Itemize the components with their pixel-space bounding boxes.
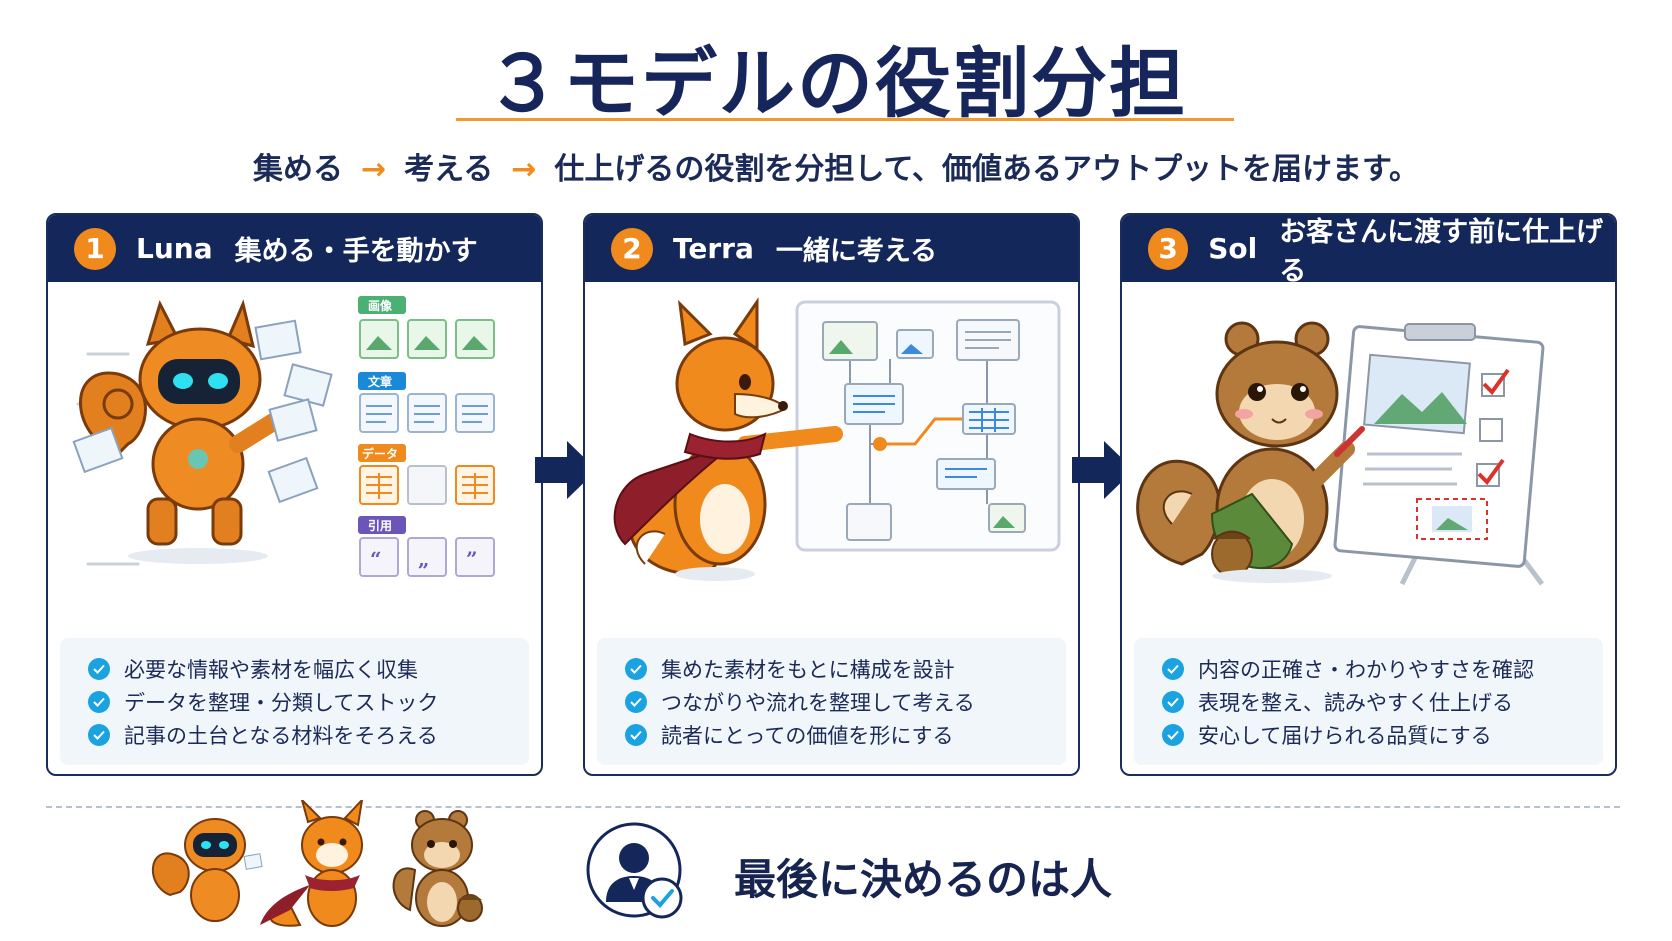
model-name: Terra: [673, 232, 754, 265]
person-approval-icon: [586, 822, 683, 919]
card-sol: 3 Sol お客さんに渡す前に仕上げる: [1120, 213, 1617, 776]
flying-documents-icon: [72, 319, 333, 504]
luna-illustration: 画像 文章 データ 引用: [48, 284, 541, 624]
svg-text:“: “: [370, 547, 382, 571]
tag-image: 画像: [368, 298, 393, 313]
tag-text: 文章: [368, 374, 392, 389]
list-item: 記事の土台となる材料をそろえる: [88, 718, 529, 751]
check-icon: [1162, 723, 1184, 746]
arrow-right-icon: →: [511, 152, 537, 187]
subtitle-rest: 仕上げるの役割を分担して、価値あるアウトプットを届けます。: [554, 152, 1419, 187]
model-name: Luna: [136, 232, 213, 265]
card-header: 2 Terra 一緒に考える: [585, 215, 1078, 282]
fox-icon: [613, 297, 843, 581]
title-underline: [456, 118, 1234, 121]
model-role: 一緒に考える: [775, 236, 938, 267]
image-thumbnails-icon: [359, 319, 495, 359]
list-item: 内容の正確さ・わかりやすさを確認: [1162, 652, 1603, 685]
check-icon: [88, 723, 110, 746]
step-number-badge: 1: [74, 227, 116, 270]
card-luna: 1 Luna 集める・手を動かす: [46, 213, 543, 776]
check-icon: [1162, 657, 1184, 680]
terra-bullet-list: 集めた素材をもとに構成を設計 つながりや流れを整理して考える 読者にとっての価値…: [597, 638, 1066, 765]
robot-squirrel-icon: [79, 299, 287, 564]
tag-data: データ: [362, 446, 398, 461]
model-name: Sol: [1208, 232, 1258, 265]
list-item: 必要な情報や素材を幅広く収集: [88, 652, 529, 685]
check-icon: [625, 657, 647, 680]
terra-illustration: [585, 284, 1078, 624]
quote-thumbnails-icon: [359, 537, 495, 577]
squirrel-icon: [1136, 321, 1365, 583]
card-header: 1 Luna 集める・手を動かす: [48, 215, 541, 282]
card-header: 3 Sol お客さんに渡す前に仕上げる: [1122, 215, 1615, 287]
list-item: 読者にとっての価値を形にする: [625, 718, 1066, 751]
check-icon: [625, 690, 647, 713]
check-icon: [88, 657, 110, 680]
data-thumbnails-icon: [359, 465, 495, 505]
subtitle-step-think: 考える: [404, 152, 494, 187]
card-terra: 2 Terra 一緒に考える: [583, 213, 1080, 776]
flowchart-board-icon: [795, 300, 1061, 552]
list-item: データを整理・分類してストック: [88, 685, 529, 718]
step-number-badge: 3: [1148, 227, 1189, 270]
list-item: 表現を整え、読みやすく仕上げる: [1162, 685, 1603, 718]
closing-message: 最後に決めるのは人: [734, 855, 1113, 904]
mascot-group-icon: [152, 800, 483, 927]
divider: [46, 806, 1620, 808]
page-title: ３モデルの役割分担: [485, 39, 1187, 128]
list-item: つながりや流れを整理して考える: [625, 685, 1066, 718]
checklist-board-icon: [1333, 323, 1545, 586]
model-role: お客さんに渡す前に仕上げる: [1279, 216, 1604, 287]
check-icon: [625, 723, 647, 746]
subtitle-step-collect: 集める: [253, 152, 343, 187]
list-item: 集めた素材をもとに構成を設計: [625, 652, 1066, 685]
step-number-badge: 2: [611, 227, 653, 270]
arrow-right-icon: [535, 441, 597, 499]
svg-text:”: ”: [466, 547, 478, 571]
text-thumbnails-icon: [359, 393, 495, 433]
check-icon: [1162, 690, 1184, 713]
sol-illustration: [1122, 284, 1615, 624]
arrow-right-icon: →: [361, 152, 387, 187]
tag-quote: 引用: [368, 519, 392, 533]
check-icon: [88, 690, 110, 713]
model-role: 集める・手を動かす: [234, 236, 478, 267]
luna-bullet-list: 必要な情報や素材を幅広く収集 データを整理・分類してストック 記事の土台となる材…: [60, 638, 529, 765]
sol-bullet-list: 内容の正確さ・わかりやすさを確認 表現を整え、読みやすく仕上げる 安心して届けら…: [1134, 638, 1603, 765]
list-item: 安心して届けられる品質にする: [1162, 718, 1603, 751]
subtitle: 集める → 考える → 仕上げるの役割を分担して、価値あるアウトプットを届けます。: [0, 144, 1672, 188]
svg-text:„: „: [418, 547, 430, 571]
arrow-right-icon: [1072, 441, 1134, 499]
